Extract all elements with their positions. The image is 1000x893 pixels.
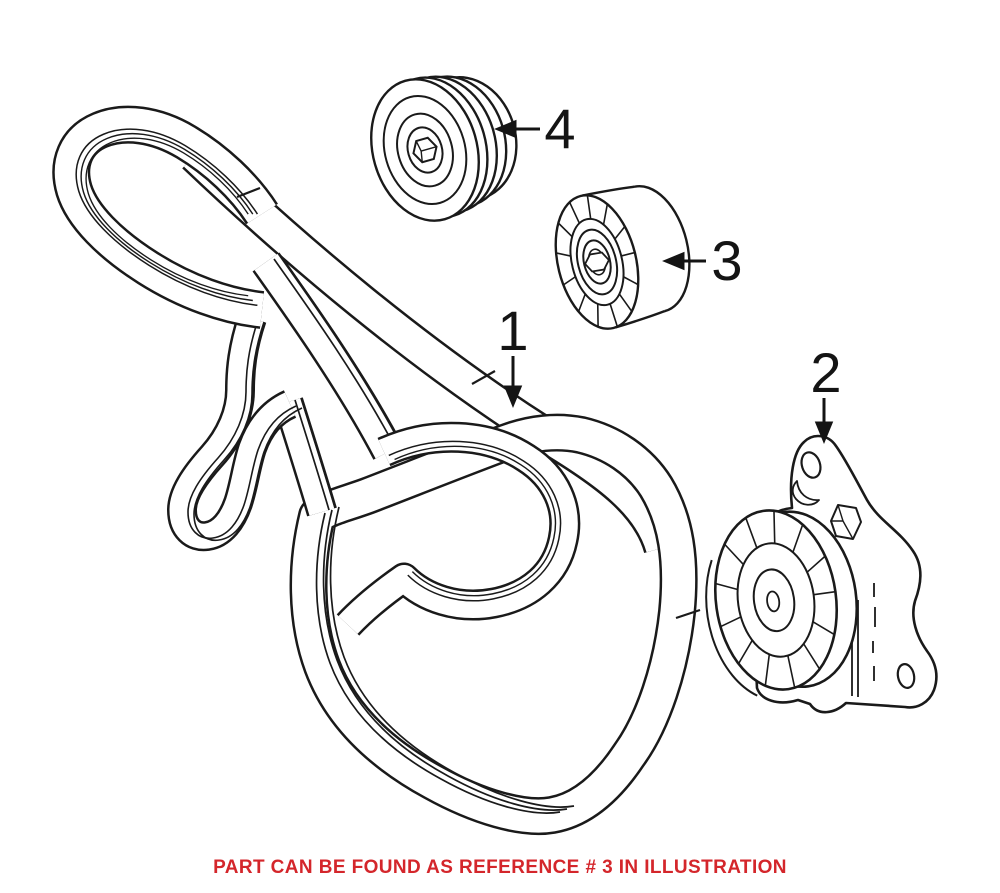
belt-tick-marks (236, 186, 701, 620)
pulley3-spokes (555, 195, 639, 327)
callout-4-arrow (494, 119, 540, 139)
belt-center-run (252, 252, 404, 460)
pulley3-hex-bolt (584, 251, 610, 273)
pulley4-hex-bolt (412, 136, 438, 164)
callout-1-arrow (503, 356, 523, 408)
belt-diagonal-band (182, 141, 680, 554)
tensioner-slot (791, 480, 820, 506)
tensioner-hex-bolt (830, 504, 862, 540)
belt-connector-run (273, 397, 337, 517)
callout-1-label: 1 (497, 299, 529, 362)
tensioner-ear-hole (800, 451, 822, 479)
belt-topleft-loop (52, 105, 278, 329)
callout-3-label: 3 (711, 229, 743, 292)
tensioner-pulley-spokes (715, 510, 836, 688)
idler-pulley-smooth (554, 184, 691, 330)
tensioner-pulley (705, 509, 859, 697)
belt-left-hairpin (167, 313, 303, 552)
serpentine-belt (52, 105, 701, 836)
callout-3-arrow (662, 251, 706, 271)
belt-inner-loop (336, 421, 581, 636)
reference-caption: PART CAN BE FOUND AS REFERENCE # 3 IN IL… (213, 857, 787, 878)
callout-2-label: 2 (810, 341, 842, 404)
callout-2-arrow (814, 398, 834, 444)
belt-ribs (315, 506, 575, 814)
callout-4-label: 4 (544, 97, 576, 160)
idler-pulley-grooved (370, 75, 518, 222)
belt-tensioner (705, 434, 938, 714)
tensioner-detail-lines (851, 583, 876, 697)
tensioner-foot-hole (896, 663, 916, 689)
